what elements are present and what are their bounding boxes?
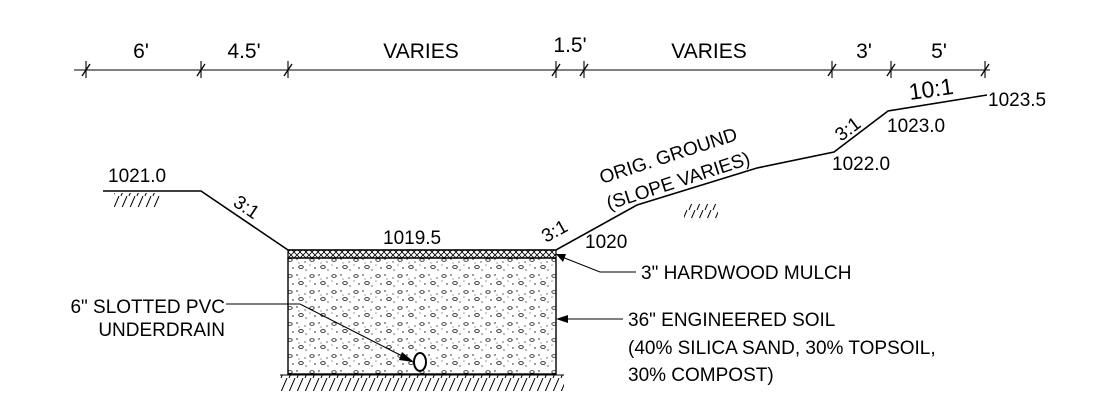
subgrade-hatch	[280, 375, 564, 391]
dim-1-5ft: 1.5'	[553, 34, 586, 57]
dimension-ticks	[81, 61, 990, 78]
slope-right-top: 10:1	[907, 73, 955, 105]
mulch-callout: 3" HARDWOOD MULCH	[556, 254, 851, 284]
dim-3ft: 3'	[856, 40, 872, 63]
dimension-string: 6' 4.5' VARIES 1.5' VARIES 3' 5'	[74, 34, 990, 78]
elev-top-right: 1023.5	[988, 90, 1046, 111]
dim-5ft: 5'	[931, 40, 947, 63]
dimension-tick-slash	[579, 63, 589, 77]
dim-6ft: 6'	[133, 40, 149, 63]
ground-profile-line	[103, 94, 988, 251]
soil-callout: 36" ENGINEERED SOIL (40% SILICA SAND, 30…	[556, 310, 936, 386]
dimension-tick-slash	[81, 63, 91, 77]
dim-varies-left: VARIES	[383, 40, 458, 63]
dim-4-5ft: 4.5'	[227, 40, 260, 63]
elev-break-2: 1023.0	[887, 116, 945, 137]
soil-callout-line-2: (40% SILICA SAND, 30% TOPSOIL,	[628, 338, 936, 359]
underdrain-callout-line-1: 6" SLOTTED PVC	[70, 297, 225, 318]
earth-hatch-left	[114, 193, 160, 207]
slope-right-mid: 3:1	[831, 113, 865, 146]
dimension-tick-slash	[980, 63, 990, 77]
earth-hatch-right	[684, 204, 718, 218]
underdrain-callout: 6" SLOTTED PVC UNDERDRAIN	[70, 297, 414, 362]
dimension-tick-slash	[283, 63, 293, 77]
mulch-layer	[287, 249, 557, 259]
elev-top-left: 1021.0	[108, 166, 166, 187]
slope-left: 3:1	[229, 192, 263, 224]
elev-toe-right: 1020	[585, 232, 627, 253]
slope-right-lower: 3:1	[538, 216, 571, 247]
underdrain-pipe	[413, 352, 427, 372]
basin-section	[280, 249, 564, 391]
dimension-tick-slash	[886, 63, 896, 77]
dimension-tick-slash	[196, 63, 206, 77]
mulch-callout-text: 3" HARDWOOD MULCH	[641, 263, 851, 284]
dimension-tick-slash	[551, 63, 561, 77]
underdrain-callout-line-2: UNDERDRAIN	[98, 320, 225, 341]
dimension-tick-slash	[827, 63, 837, 77]
soil-callout-line-3: 30% COMPOST)	[628, 365, 774, 386]
elev-basin-bottom: 1019.5	[383, 228, 441, 249]
soil-callout-line-1: 36" ENGINEERED SOIL	[628, 310, 835, 331]
elev-break-1: 1022.0	[832, 154, 890, 175]
dim-varies-right: VARIES	[671, 40, 746, 63]
